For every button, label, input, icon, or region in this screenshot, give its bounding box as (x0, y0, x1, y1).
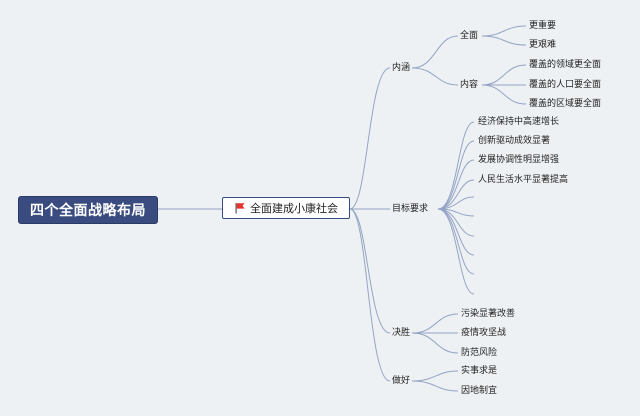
topic-jue-item-2[interactable]: 疫情攻坚战 (461, 327, 506, 339)
topic-mubiao-item-3[interactable]: 发展协调性明显增强 (478, 154, 559, 166)
root-topic[interactable]: 四个全面战略布局 (18, 196, 158, 224)
central-topic-label: 全面建成小康社会 (250, 202, 338, 215)
branch-zuo[interactable]: 做好 (392, 375, 410, 387)
topic-label: 疫情攻坚战 (461, 328, 507, 338)
topic-zuo-item-1[interactable]: 实事求是 (461, 365, 497, 377)
topic-label: 实事求是 (461, 366, 498, 376)
topic-jue-item-3[interactable]: 防范风险 (461, 347, 497, 359)
branch-neihan-label: 内涵 (392, 63, 411, 73)
topic-zuo-item-2[interactable]: 因地制宜 (461, 385, 497, 397)
topic-neirong-label: 内容 (460, 80, 479, 90)
topic-neirong-item-1[interactable]: 覆盖的领域更全面 (529, 59, 601, 71)
topic-jue-item-1[interactable]: 污染显著改善 (461, 308, 515, 320)
topic-neirong-item-2[interactable]: 覆盖的人口要全面 (529, 79, 601, 91)
topic-label: 覆盖的区域要全面 (529, 99, 602, 109)
topic-label: 覆盖的领域更全面 (529, 60, 602, 70)
root-topic-label: 四个全面战略布局 (30, 203, 146, 219)
branch-zuo-label: 做好 (392, 376, 411, 386)
topic-label: 发展协调性明显增强 (478, 155, 560, 165)
topic-neirong-item-3[interactable]: 覆盖的区域要全面 (529, 98, 601, 110)
topic-label: 因地制宜 (461, 386, 498, 396)
topic-quanmian[interactable]: 全面 (460, 30, 478, 42)
topic-label: 更重要 (529, 21, 557, 31)
branch-mubiao-label: 目标要求 (392, 204, 429, 214)
topic-mubiao-item-4[interactable]: 人民生活水平显著提高 (478, 174, 568, 186)
topic-quanmian-item-1[interactable]: 更重要 (529, 20, 556, 32)
topic-label: 污染显著改善 (461, 309, 516, 319)
topic-neirong[interactable]: 内容 (460, 79, 478, 91)
topic-quanmian-label: 全面 (460, 31, 479, 41)
topic-mubiao-item-2[interactable]: 创新驱动成效显著 (478, 135, 550, 147)
topic-mubiao-item-1[interactable]: 经济保持中高速增长 (478, 116, 559, 128)
branch-mubiao[interactable]: 目标要求 (392, 203, 428, 215)
topic-quanmian-item-2[interactable]: 更艰难 (529, 39, 556, 51)
topic-label: 经济保持中高速增长 (478, 117, 560, 127)
branch-jue-label: 决胜 (392, 328, 411, 338)
branch-jue[interactable]: 决胜 (392, 327, 410, 339)
branch-neihan[interactable]: 内涵 (392, 62, 410, 74)
topic-label: 覆盖的人口要全面 (529, 80, 602, 90)
topic-label: 人民生活水平显著提高 (478, 175, 569, 185)
topic-label: 创新驱动成效显著 (478, 136, 551, 146)
topic-label: 更艰难 (529, 40, 557, 50)
red-flag-icon (235, 203, 245, 214)
central-topic[interactable]: 全面建成小康社会 (222, 197, 350, 219)
topic-label: 防范风险 (461, 348, 498, 358)
